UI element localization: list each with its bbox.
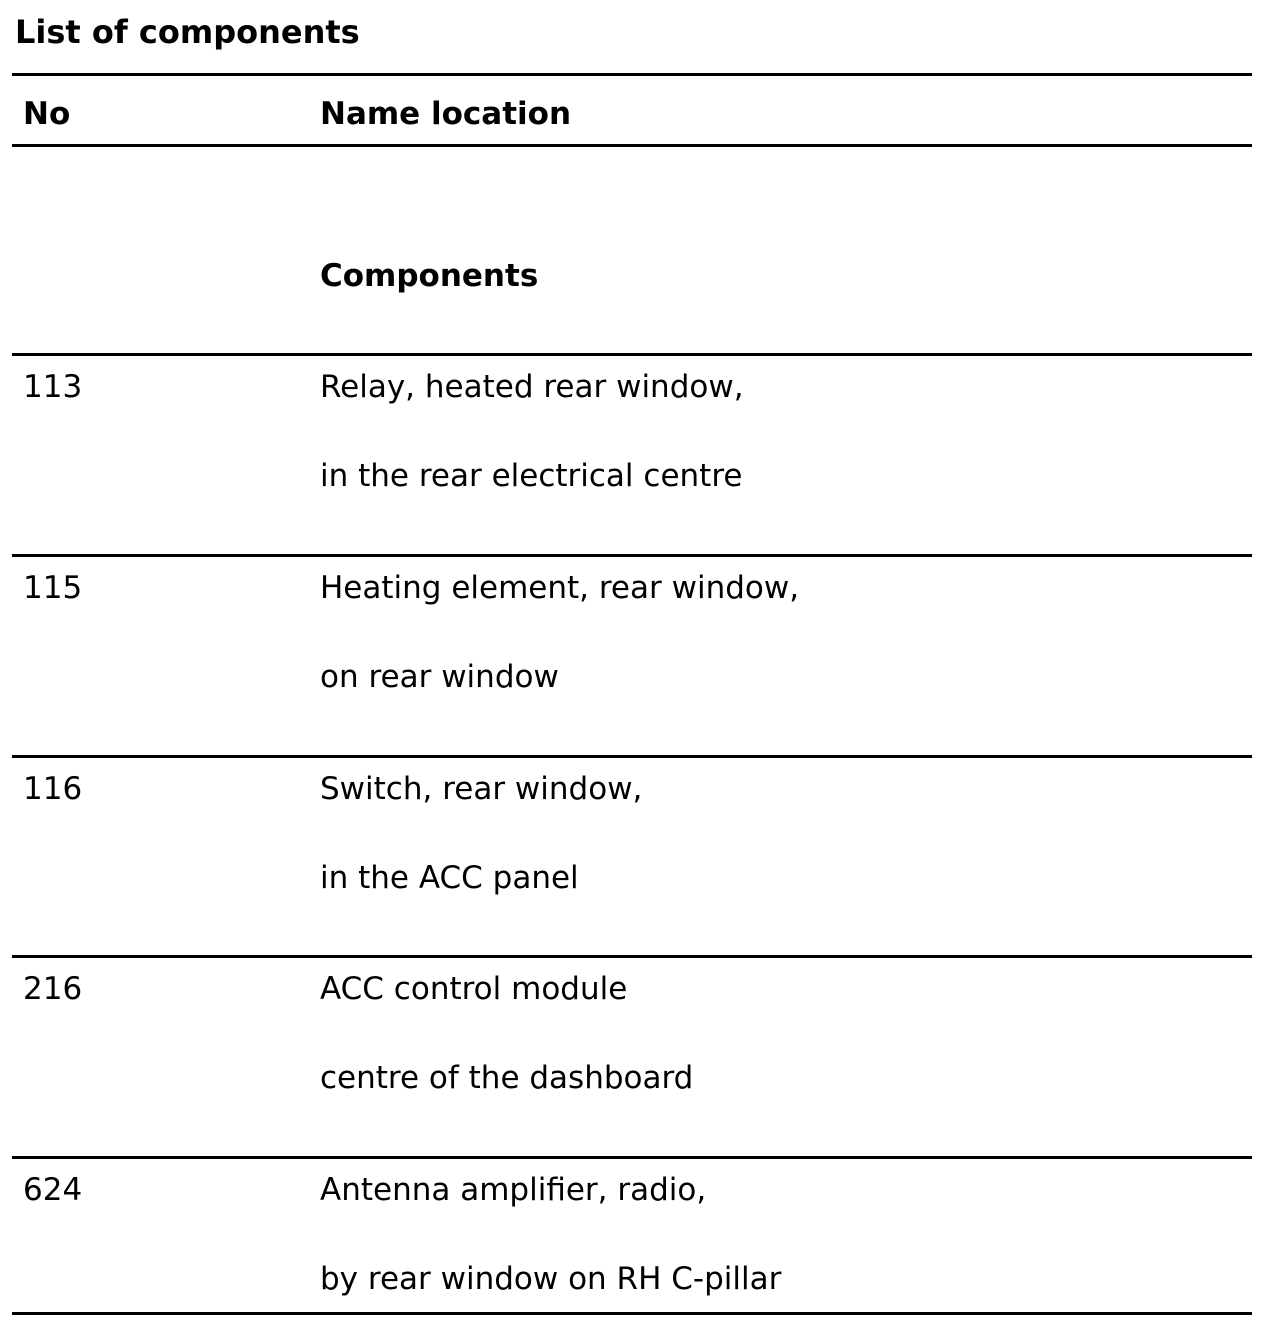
row-number: 624: [23, 1172, 83, 1208]
row-divider: [12, 955, 1252, 958]
row-location: centre of the dashboard: [320, 1060, 694, 1096]
section-heading: Components: [320, 258, 539, 294]
table-top-rule: [12, 73, 1252, 76]
row-divider: [12, 554, 1252, 557]
row-name: ACC control module: [320, 971, 628, 1007]
row-name: Relay, heated rear window,: [320, 369, 744, 405]
row-number: 216: [23, 971, 83, 1007]
document-title: List of components: [15, 13, 360, 51]
row-name: Switch, rear window,: [320, 771, 643, 807]
row-location: in the rear electrical centre: [320, 458, 743, 494]
row-location: by rear window on RH C-pillar: [320, 1261, 782, 1297]
header-name-location: Name location: [320, 96, 572, 132]
row-location: in the ACC panel: [320, 860, 579, 896]
section-bottom-rule: [12, 353, 1252, 356]
row-name: Antenna amplifier, radio,: [320, 1172, 707, 1208]
row-location: on rear window: [320, 659, 559, 695]
row-divider: [12, 1156, 1252, 1159]
row-divider: [12, 755, 1252, 758]
row-name: Heating element, rear window,: [320, 570, 800, 606]
row-number: 113: [23, 369, 83, 405]
header-bottom-rule: [12, 144, 1252, 147]
row-number: 116: [23, 771, 83, 807]
header-no: No: [23, 96, 71, 132]
row-number: 115: [23, 570, 83, 606]
table-bottom-rule: [12, 1312, 1252, 1315]
